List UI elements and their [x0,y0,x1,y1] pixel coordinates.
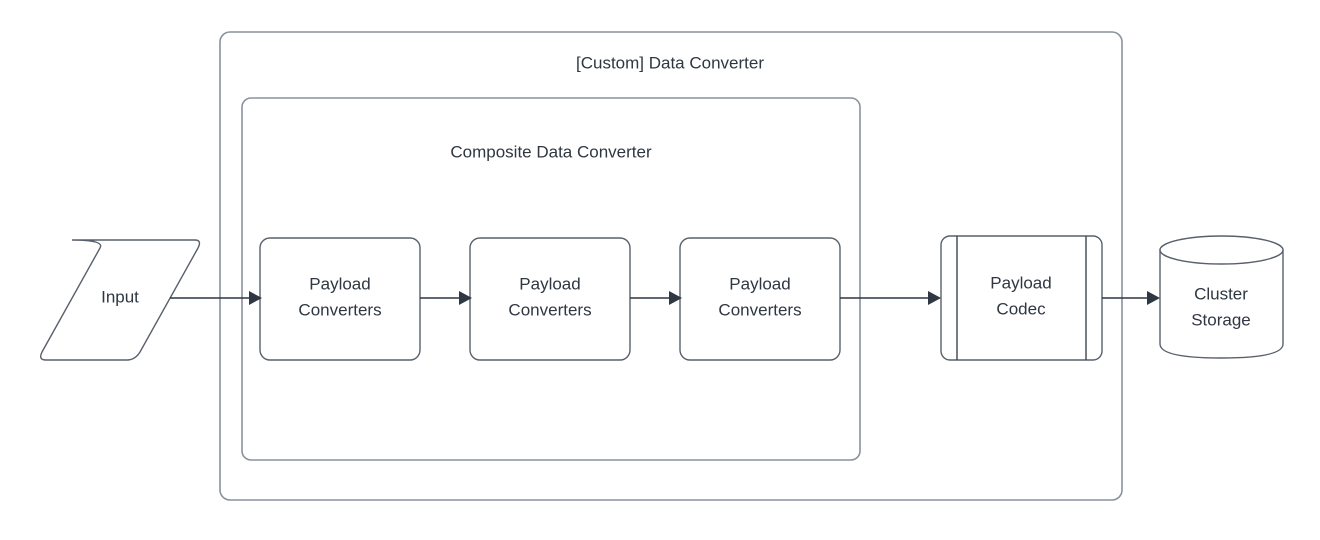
node-cluster-storage[interactable] [1159,235,1284,359]
node-input-label: Input [101,287,139,306]
node-payload-converters-3-label-line1: Payload [729,274,790,293]
container-custom-data-converter-label: [Custom] Data Converter [576,53,764,72]
node-payload-converters-1-label-line2: Converters [298,300,381,319]
edge-payload-converters-1-to-payload-converters-2 [420,291,472,305]
edge-payload-codec-to-cluster-storage [1102,291,1160,305]
node-cluster-storage-label-line1: Cluster [1194,284,1248,303]
node-payload-codec-label-line2: Codec [996,299,1046,318]
container-composite-data-converter-label: Composite Data Converter [450,142,652,161]
edge-payload-converters-2-to-payload-converters-3 [630,291,682,305]
node-payload-converters-1-label-line1: Payload [309,274,370,293]
node-input[interactable] [39,239,201,361]
node-payload-codec-label-line1: Payload [990,273,1051,292]
edge-payload-converters-3-to-payload-codec [840,291,941,305]
edge-input-to-payload-converters-1 [170,291,262,305]
node-payload-codec[interactable] [940,235,1103,361]
node-cluster-storage-body [1159,249,1284,359]
node-payload-converters-2[interactable] [469,237,631,361]
node-cluster-storage-top [1159,235,1284,265]
node-payload-converters-2-label-line1: Payload [519,274,580,293]
node-payload-converters-3-label-line2: Converters [718,300,801,319]
node-payload-codec-body [940,235,1103,361]
node-payload-converters-3[interactable] [679,237,841,361]
node-cluster-storage-label-line2: Storage [1191,310,1251,329]
node-payload-converters-1[interactable] [259,237,421,361]
node-payload-converters-2-label-line2: Converters [508,300,591,319]
